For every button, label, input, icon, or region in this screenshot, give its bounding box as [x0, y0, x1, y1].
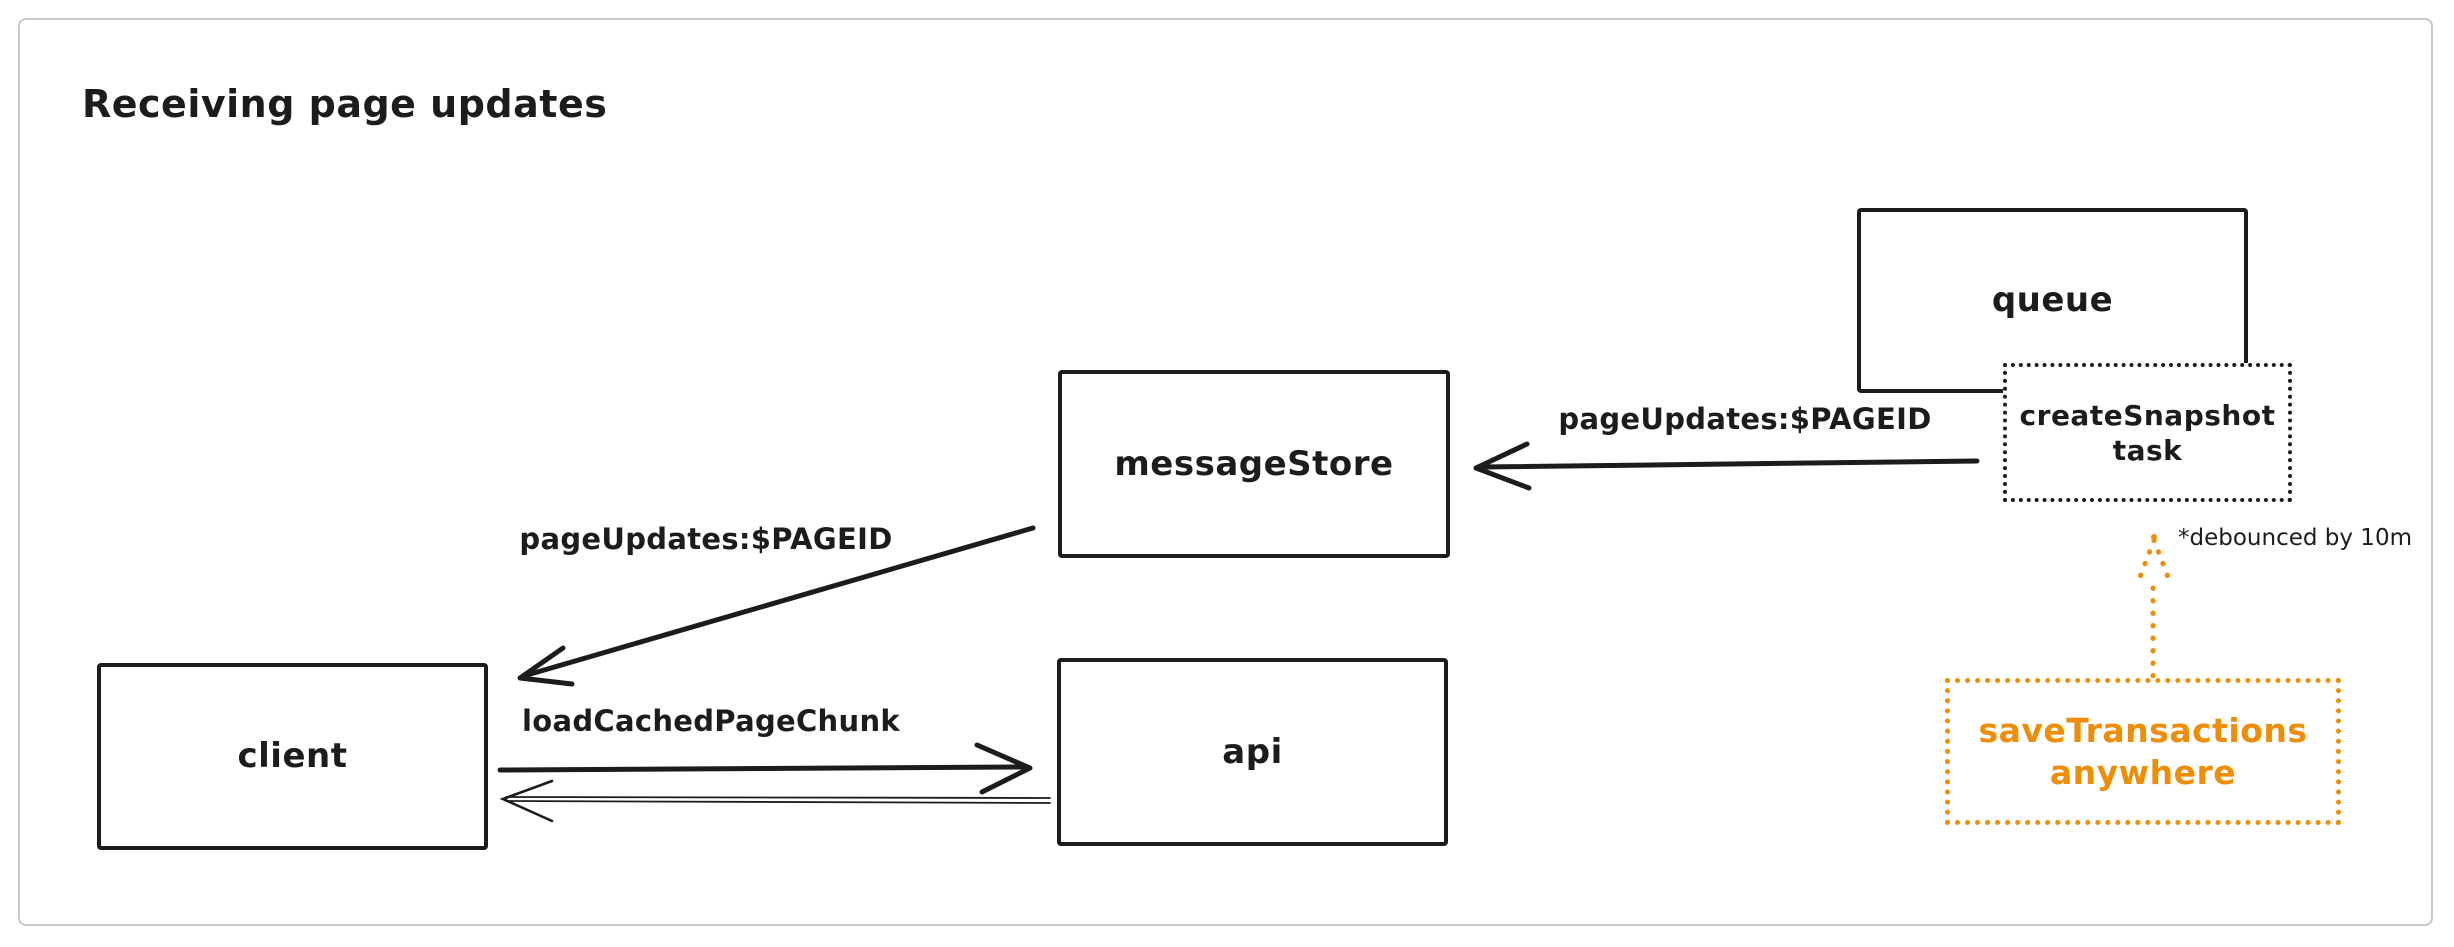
node-save-transactions-label-line1: saveTransactions: [1978, 711, 2308, 751]
node-save-transactions-label-line2: anywhere: [2049, 752, 2237, 792]
node-client: client: [97, 663, 488, 850]
node-create-snapshot-task: createSnapshot task: [2003, 363, 2292, 502]
edge-label-load-cached-page-chunk: loadCachedPageChunk: [522, 704, 900, 738]
edge-label-page-updates-left: pageUpdates:$PAGEID: [519, 522, 893, 556]
node-message-store-label: messageStore: [1114, 443, 1394, 484]
edge-label-page-updates-right: pageUpdates:$PAGEID: [1558, 402, 1932, 436]
diagram-title: Receiving page updates: [82, 82, 608, 126]
debounced-note: *debounced by 10m: [2178, 525, 2412, 551]
node-create-snapshot-task-label-line2: task: [2112, 433, 2183, 467]
node-queue-label: queue: [1991, 280, 2114, 321]
node-client-label: client: [237, 736, 348, 777]
node-api-label: api: [1222, 731, 1283, 772]
node-message-store: messageStore: [1058, 370, 1450, 558]
node-queue: queue: [1857, 208, 2248, 393]
node-save-transactions: saveTransactions anywhere: [1945, 678, 2341, 825]
node-api: api: [1057, 658, 1448, 846]
node-create-snapshot-task-label-line1: createSnapshot: [2019, 398, 2276, 432]
